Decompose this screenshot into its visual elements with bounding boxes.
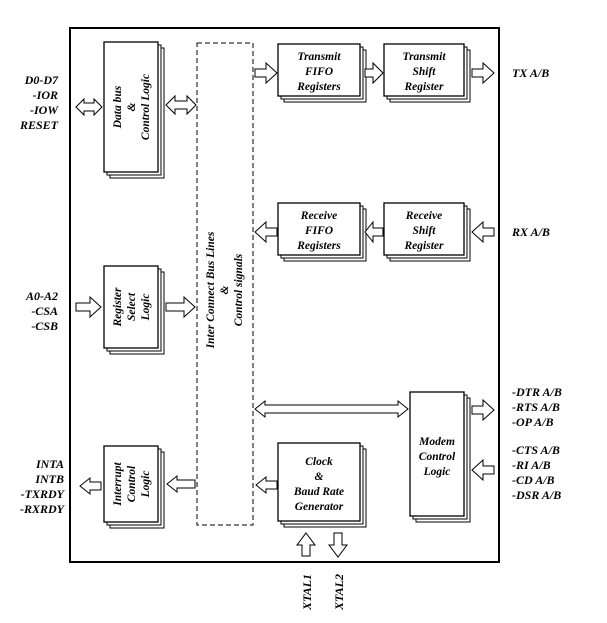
svg-text:Registers: Registers xyxy=(296,81,341,93)
receive-shift-to-fifo-arrow xyxy=(364,220,384,244)
svg-text:D0-D7: D0-D7 xyxy=(24,73,59,87)
svg-text:Select: Select xyxy=(126,292,138,321)
svg-text:-CTS A/B: -CTS A/B xyxy=(512,443,560,457)
svg-text:&: & xyxy=(219,285,231,294)
svg-text:Control Logic: Control Logic xyxy=(140,74,152,140)
xtal1-label: XTAL1 xyxy=(300,574,314,611)
svg-text:-CSB: -CSB xyxy=(31,319,58,333)
clock-to-interconnect-arrow xyxy=(255,475,278,495)
svg-text:-TXRDY: -TXRDY xyxy=(21,487,66,501)
svg-text:-OP A/B: -OP A/B xyxy=(512,415,553,429)
svg-text:Generator: Generator xyxy=(295,501,344,513)
svg-text:-IOW: -IOW xyxy=(30,103,59,117)
modem-output-signals: -DTR A/B -RTS A/B -OP A/B xyxy=(512,385,562,429)
register-select-logic-block: Register Select Logic xyxy=(103,265,165,355)
interconnect-bus xyxy=(196,42,254,526)
interconnect-label: Inter Connect Bus Lines & Control signal… xyxy=(205,231,245,349)
modem-control-logic-block: Modem Control Logic xyxy=(409,391,471,523)
register-select-output-arrow xyxy=(165,295,196,319)
tx-signal-label: TX A/B xyxy=(512,66,549,80)
svg-text:Registers: Registers xyxy=(296,240,341,252)
svg-text:RESET: RESET xyxy=(19,118,59,132)
transmit-fifo-block: Transmit FIFO Registers xyxy=(277,43,367,103)
svg-text:-RI A/B: -RI A/B xyxy=(512,458,551,472)
svg-text:INTA: INTA xyxy=(35,457,64,471)
svg-text:Control: Control xyxy=(126,465,138,502)
interrupt-output-arrow xyxy=(79,476,102,496)
modem-input-signals: -CTS A/B -RI A/B -CD A/B -DSR A/B xyxy=(512,443,561,502)
svg-text:Transmit: Transmit xyxy=(402,51,446,63)
interconnect-to-transmit-fifo-arrow xyxy=(254,61,278,85)
modem-output-arrow xyxy=(471,398,495,422)
xtal2-label: XTAL2 xyxy=(332,574,346,611)
svg-text:Data bus: Data bus xyxy=(112,85,124,129)
rx-input-arrow xyxy=(471,220,495,244)
svg-text:Shift: Shift xyxy=(412,66,436,78)
svg-text:FIFO: FIFO xyxy=(304,66,333,78)
address-input-arrow xyxy=(75,295,102,319)
svg-text:Control signals: Control signals xyxy=(233,253,245,326)
clock-baud-rate-generator-block: Clock & Baud Rate Generator xyxy=(277,442,367,528)
tx-output-arrow xyxy=(471,61,495,85)
transmit-shift-block: Transmit Shift Register xyxy=(383,43,471,103)
interrupt-control-logic-block: Interrupt Control Logic xyxy=(103,445,165,529)
modem-interconnect-arrow xyxy=(254,399,409,419)
svg-text:-CD A/B: -CD A/B xyxy=(512,473,555,487)
svg-text:-CSA: -CSA xyxy=(31,304,58,318)
receive-fifo-block: Receive FIFO Registers xyxy=(277,202,367,262)
receive-fifo-to-interconnect-arrow xyxy=(254,220,278,244)
svg-text:XTAL1: XTAL1 xyxy=(300,574,314,611)
svg-text:&: & xyxy=(126,102,138,111)
svg-text:INTB: INTB xyxy=(34,472,64,486)
svg-text:Shift: Shift xyxy=(412,225,436,237)
svg-text:Inter Connect Bus Lines: Inter Connect Bus Lines xyxy=(205,231,217,349)
svg-text:-IOR: -IOR xyxy=(33,88,58,102)
svg-text:Register: Register xyxy=(112,287,124,327)
svg-text:-RTS A/B: -RTS A/B xyxy=(512,400,560,414)
svg-text:FIFO: FIFO xyxy=(304,225,333,237)
transmit-fifo-to-shift-arrow xyxy=(364,61,384,85)
svg-text:Receive: Receive xyxy=(300,210,337,222)
svg-text:Logic: Logic xyxy=(423,466,451,478)
modem-input-arrow xyxy=(471,458,495,482)
svg-text:Logic: Logic xyxy=(140,294,152,322)
receive-shift-block: Receive Shift Register xyxy=(383,202,471,262)
svg-text:Register: Register xyxy=(404,240,444,252)
svg-text:A0-A2: A0-A2 xyxy=(25,289,58,303)
svg-text:&: & xyxy=(315,471,324,483)
data-bus-external-arrow xyxy=(75,97,103,117)
rx-signal-label: RX A/B xyxy=(511,225,550,239)
svg-text:-RXRDY: -RXRDY xyxy=(20,502,66,516)
data-bus-internal-arrow xyxy=(165,94,197,116)
svg-text:Interrupt: Interrupt xyxy=(112,461,124,506)
svg-text:Clock: Clock xyxy=(305,456,333,468)
svg-text:-DTR A/B: -DTR A/B xyxy=(512,385,562,399)
data-bus-signals: D0-D7 -IOR -IOW RESET xyxy=(19,73,59,132)
svg-text:-DSR A/B: -DSR A/B xyxy=(512,488,561,502)
xtal1-input-arrow xyxy=(296,532,316,557)
svg-text:Modem: Modem xyxy=(418,436,455,448)
svg-text:Baud Rate: Baud Rate xyxy=(293,486,344,498)
xtal2-output-arrow xyxy=(328,532,348,558)
address-signals: A0-A2 -CSA -CSB xyxy=(25,289,58,333)
svg-text:Transmit: Transmit xyxy=(297,51,341,63)
svg-text:Control: Control xyxy=(419,451,456,463)
svg-text:XTAL2: XTAL2 xyxy=(332,574,346,611)
svg-text:Receive: Receive xyxy=(405,210,442,222)
interrupt-signals: INTA INTB -TXRDY -RXRDY xyxy=(20,457,66,516)
svg-text:Register: Register xyxy=(404,81,444,93)
interconnect-to-interrupt-arrow xyxy=(166,474,196,494)
data-bus-control-logic-block: Data bus & Control Logic xyxy=(103,41,165,179)
svg-text:Logic: Logic xyxy=(140,471,152,499)
